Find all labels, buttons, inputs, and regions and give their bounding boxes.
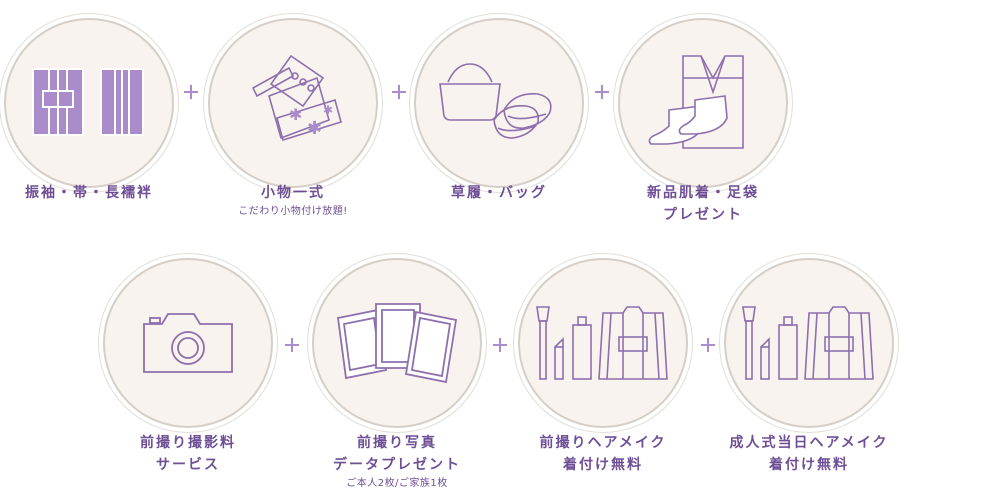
underwear-tabi-icon <box>648 55 744 149</box>
item-label: 振袖・帯・長襦袢 <box>25 185 153 201</box>
photos-icon <box>336 303 458 384</box>
item-label: 新品肌着・足袋 プレゼント <box>647 185 759 223</box>
item-circle-underwear-tabi <box>618 18 788 188</box>
accessories-icon: ✱ ✱ ✱ <box>251 54 342 142</box>
item-label: 前撮り写真 データプレゼント ご本人2枚/ご家族1枚 <box>333 435 461 489</box>
kimono-obi-set-icon <box>32 68 144 136</box>
item-label: 成人式当日ヘアメイク 着付け無料 <box>729 435 889 473</box>
item-circle-hair-makeup-maedori <box>518 258 688 428</box>
item-circle-bag-sandals <box>414 18 584 188</box>
plus-icon <box>392 85 406 99</box>
bag-sandals-icon <box>439 63 552 139</box>
plus-icon <box>285 338 299 352</box>
item-circle-photos <box>312 258 482 428</box>
plus-icon <box>493 338 507 352</box>
hair-makeup-dressing-icon <box>536 306 668 380</box>
hair-makeup-dressing-icon <box>742 306 874 380</box>
item-circle-hair-makeup-ceremony <box>724 258 894 428</box>
plus-icon <box>701 338 715 352</box>
item-label: 小物一式 こだわり小物付け放題! <box>238 185 348 217</box>
item-label: 前撮り撮影料 サービス <box>140 435 236 473</box>
svg-text:✱: ✱ <box>323 103 333 117</box>
plus-icon <box>184 85 198 99</box>
svg-text:✱: ✱ <box>307 118 322 139</box>
item-circle-kimono <box>4 18 174 188</box>
item-circle-camera <box>103 258 273 428</box>
item-circle-accessories: ✱ ✱ ✱ <box>208 18 378 188</box>
plus-icon <box>595 85 609 99</box>
camera-icon <box>143 313 233 373</box>
item-label: 草履・バッグ <box>451 185 547 201</box>
item-label: 前撮りヘアメイク 着付け無料 <box>539 435 667 473</box>
svg-text:✱: ✱ <box>289 105 302 124</box>
